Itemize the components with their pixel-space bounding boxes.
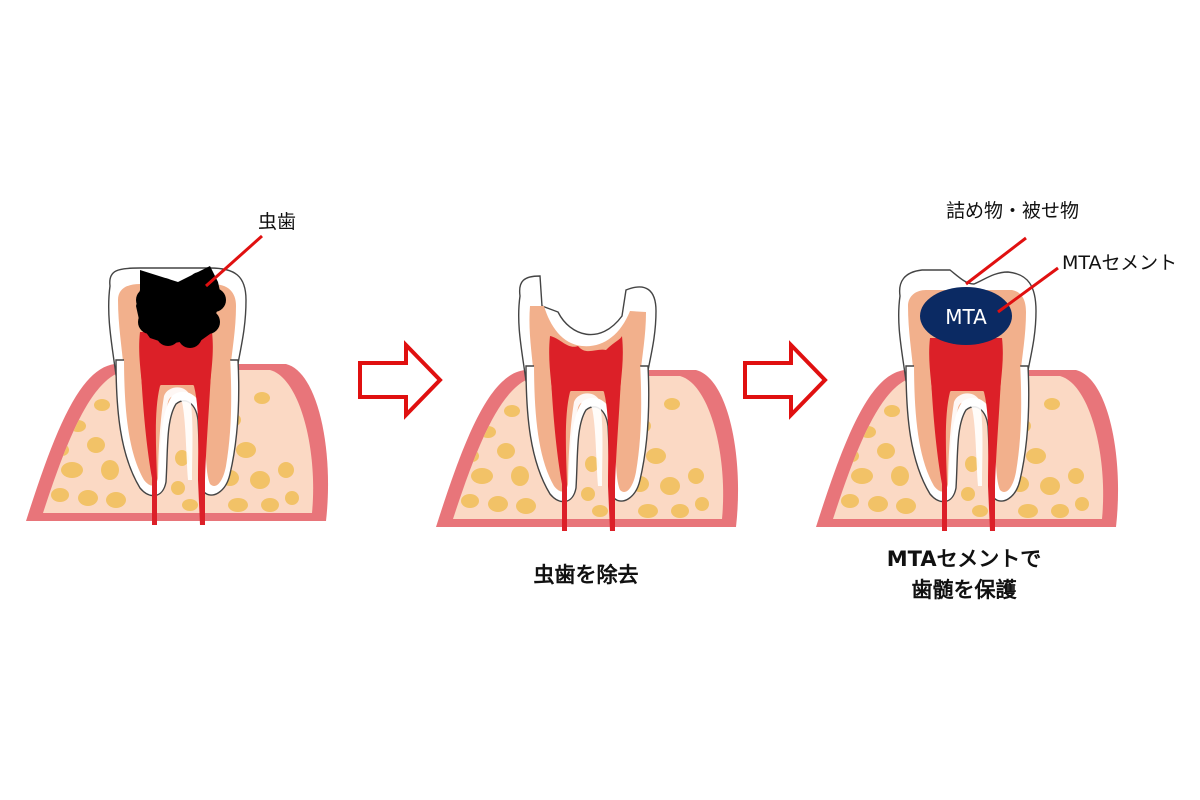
arrow-right-icon xyxy=(743,343,827,417)
caries-label: 虫歯 xyxy=(258,211,296,233)
caries-leader-line xyxy=(205,234,263,288)
scene-mta: MTA xyxy=(816,236,1118,532)
pulp-chamber-3 xyxy=(929,338,1003,391)
scene-caries-removed xyxy=(436,275,738,532)
mta-cement-label: MTAセメント xyxy=(1062,252,1177,274)
arrow-right-icon xyxy=(358,343,442,417)
caption-step2: 虫歯を除去 xyxy=(534,563,639,587)
filling-label: 詰め物・被せ物 xyxy=(946,200,1079,222)
mta-cement-fill xyxy=(920,287,1012,345)
caption-step3-line1: MTAセメントで xyxy=(887,547,1041,571)
caption-step3-line2: 歯髄を保護 xyxy=(912,578,1018,602)
pulp-chamber-2 xyxy=(549,336,623,391)
caries-lesion xyxy=(136,266,226,348)
mta-leader-line xyxy=(997,266,1059,314)
mta-badge-label: MTA xyxy=(945,305,987,329)
filling-leader-line xyxy=(965,236,1027,286)
scene-caries: 虫歯 xyxy=(26,211,328,526)
